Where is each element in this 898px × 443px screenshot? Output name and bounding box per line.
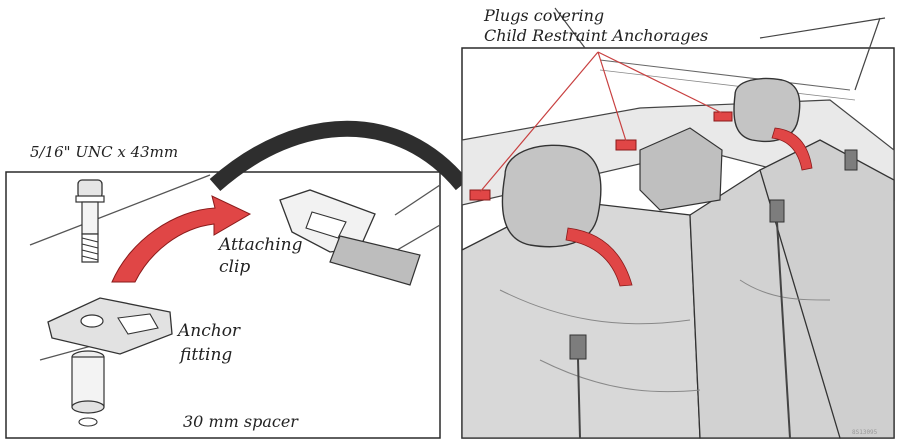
bolt-label: 5/16" UNC x 43mm — [30, 143, 179, 161]
anchor-fitting-label: Anchor fitting — [178, 319, 240, 367]
anchorage-plug-left — [469, 189, 491, 201]
anchor-fitting-label-line1: Anchor — [178, 321, 241, 341]
anchorage-plug-right — [713, 111, 733, 122]
spacer-part — [71, 350, 105, 427]
anchorage-plug-centre — [615, 139, 637, 151]
attaching-clip-label-line1: Attaching — [219, 235, 303, 255]
right-headrest — [733, 77, 801, 143]
plug-callout-lines — [479, 51, 723, 193]
left-headrest — [501, 144, 602, 248]
plugs-label: Plugs covering Child Restraint Anchorage… — [484, 6, 708, 46]
plugs-label-line2: Child Restraint Anchorages — [484, 26, 709, 45]
attaching-clip-label: Attaching clip — [219, 234, 303, 278]
plugs-label-line1: Plugs covering — [484, 6, 605, 25]
anchor-fitting-label-line2: fitting — [180, 345, 233, 365]
rear-seat-panel — [461, 7, 895, 439]
bolt-part — [75, 179, 105, 263]
connection-arc — [209, 120, 469, 192]
attaching-clip-part — [279, 189, 421, 286]
attaching-clip-label-line2: clip — [219, 257, 251, 277]
anchor-fitting-part — [47, 297, 173, 355]
rotation-arrow — [111, 195, 252, 283]
spacer-label: 30 mm spacer — [183, 412, 298, 431]
figure-code: 8S13095 — [852, 429, 878, 436]
